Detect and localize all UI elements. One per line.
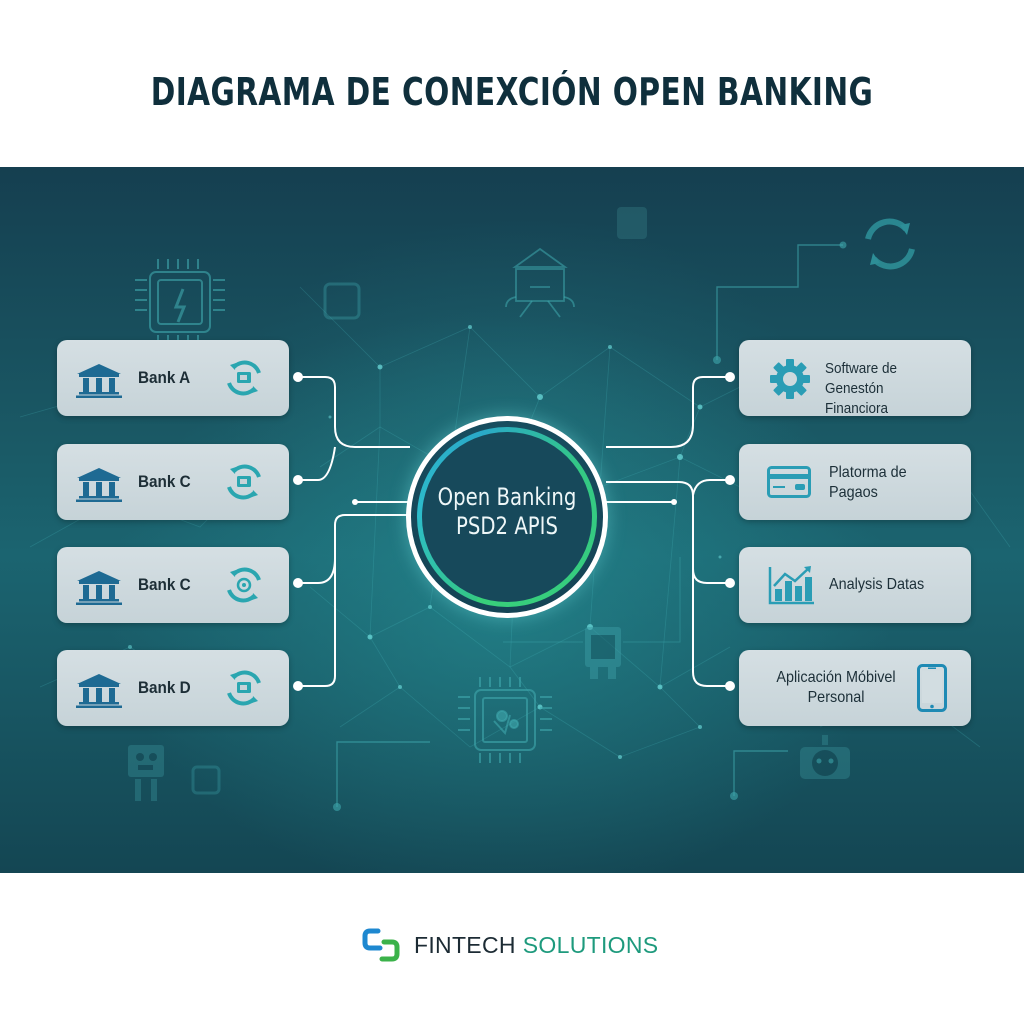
hub-label: Open Banking PSD2 APIS [428,483,585,541]
robot-icon-center [585,627,621,679]
bank-card-c2[interactable]: Bank C [57,547,289,623]
bank-card-a[interactable]: Bank A [57,340,289,416]
bank-label: Bank A [138,368,191,387]
service-label-line2: Financiora [825,400,889,417]
footer-brand: FINTECH SOLUTIONS [362,927,658,963]
brand-name-part1: FINTECH [414,931,516,958]
robot-icon-bottom-left [128,745,164,801]
open-banking-hub[interactable]: Open Banking PSD2 APIS [406,416,608,618]
credit-card-icon [767,466,811,498]
mobile-phone-icon [917,664,947,712]
circuit-trace [716,244,843,360]
bank-building-icon [76,364,122,398]
bank-building-icon [76,468,122,502]
service-label: Aplicación Móbivel Personal [769,668,904,708]
fintech-logo-icon [362,928,400,962]
circuit-trace [336,741,430,807]
bank-label: Bank D [138,678,191,697]
service-card-payment-platform[interactable]: Platorma de Pagaos [739,444,971,520]
service-label-line1: Platorma de [829,464,907,481]
left-connectors [298,376,410,687]
hub-ring [417,427,597,607]
bank-label: Bank C [138,472,191,491]
bank-building-icon [76,674,122,708]
circuit-trace [733,750,788,796]
bank-card-d[interactable]: Bank D [57,650,289,726]
bar-chart-trend-icon [768,566,814,605]
diagram-panel: Bank A Bank C Bank C [0,167,1024,873]
service-label-line1: Software de Genestón [825,360,898,397]
sync-card-icon [227,360,261,396]
robot-icon-top [505,247,575,318]
page-title: DIAGRAMA DE CONEXCIÓN OPEN BANKING [150,70,874,114]
service-label-line2: Personal [807,689,865,706]
chip-network-icon [458,677,552,763]
bank-label: Bank C [138,575,191,594]
chip-faint-icon [617,207,647,239]
gear-icon [770,359,810,399]
right-connectors [606,376,730,687]
service-label: Platorma de Pagaos [829,463,907,503]
sync-gear-icon [227,567,261,603]
service-card-financial-software[interactable]: Software de Genestón Financiora [739,340,971,419]
square-chip-icon [323,282,361,320]
sync-card-icon [227,670,261,706]
service-label-line1: Aplicación Móbivel [776,669,896,686]
hub-label-line1: Open Banking [437,483,577,511]
sync-card-icon [227,464,261,500]
chip-lightning-icon [135,259,225,345]
service-card-mobile-app[interactable]: Aplicación Móbivel Personal [739,650,971,726]
brand-name-part2: SOLUTIONS [522,931,659,958]
robot-icon-bottom-right [800,735,850,779]
bank-building-icon [76,571,122,605]
service-card-data-analysis[interactable]: Analysis Datas [739,547,971,623]
hub-label-line2: PSD2 APIS [456,512,558,540]
bank-card-c1[interactable]: Bank C [57,444,289,520]
service-label-line2: Pagaos [829,484,878,501]
service-label: Software de Genestón Financiora [825,359,956,419]
service-label: Analysis Datas [829,576,925,593]
